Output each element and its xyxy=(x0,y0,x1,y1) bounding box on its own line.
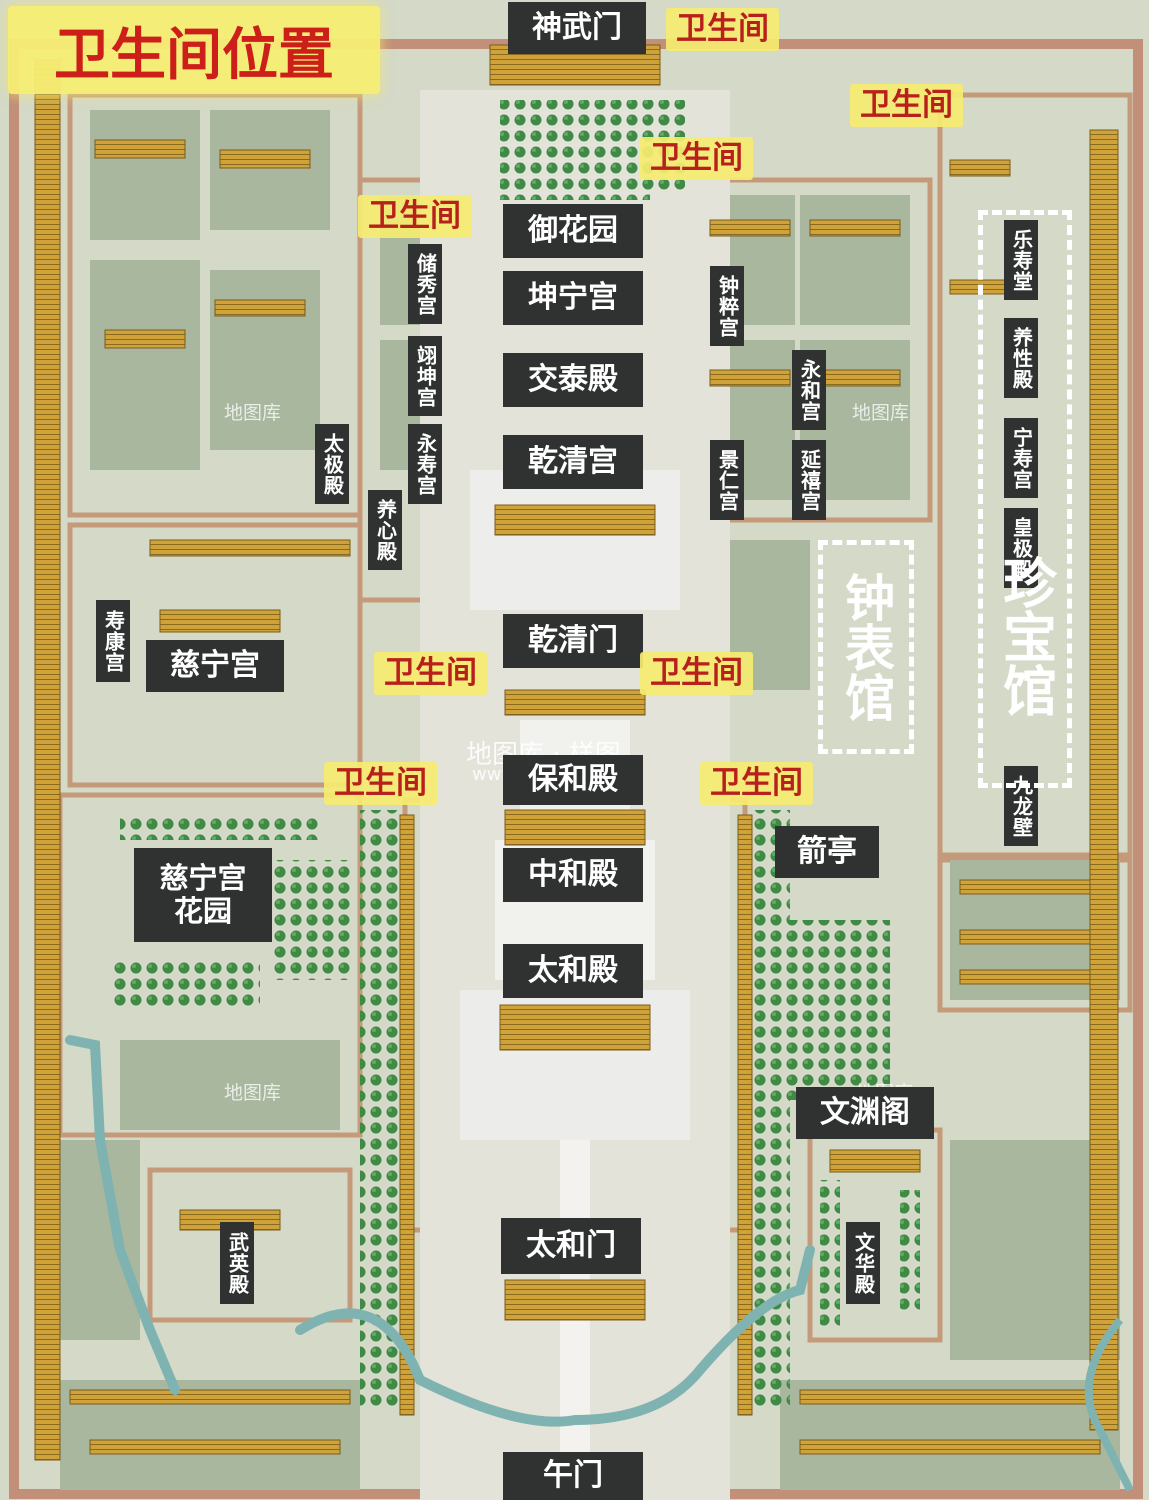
toilet-marker[interactable]: 卫生间 xyxy=(358,195,471,239)
label-huangjidian[interactable]: 皇极殿 xyxy=(1004,508,1038,588)
label-kunninggong[interactable]: 坤宁宫 xyxy=(503,271,643,325)
label-qianqinggong[interactable]: 乾清宫 xyxy=(503,435,643,489)
toilet-marker[interactable]: 卫生间 xyxy=(374,652,487,696)
label-yuhuayuan[interactable]: 御花园 xyxy=(503,204,643,258)
treasure-museum[interactable]: 珍宝馆 xyxy=(978,210,1072,788)
label-yangxingdian[interactable]: 养性殿 xyxy=(1004,318,1038,398)
label-yikungong[interactable]: 翊坤宫 xyxy=(408,336,442,416)
outer-stream xyxy=(1084,1317,1134,1492)
inner-stream xyxy=(65,1035,815,1427)
toilet-marker[interactable]: 卫生间 xyxy=(640,652,753,696)
label-shenwumen[interactable]: 神武门 xyxy=(508,2,646,54)
label-wenyuange[interactable]: 文渊阁 xyxy=(796,1087,934,1139)
watermark-small: 地图库 xyxy=(224,402,282,424)
label-taihemen[interactable]: 太和门 xyxy=(501,1218,641,1274)
tree-groves xyxy=(110,100,920,1410)
toilet-marker[interactable]: 卫生间 xyxy=(640,137,753,181)
label-baohedian[interactable]: 保和殿 xyxy=(503,755,643,805)
roofs xyxy=(34,44,1119,1461)
label-yonghegong[interactable]: 永和宫 xyxy=(792,350,826,430)
label-yongshougong[interactable]: 永寿宫 xyxy=(408,424,442,504)
label-taijidian[interactable]: 太极殿 xyxy=(315,424,349,504)
label-shoukanggong[interactable]: 寿康宫 xyxy=(96,600,130,682)
watermark-small: 地图库 xyxy=(852,402,910,424)
label-taihedian[interactable]: 太和殿 xyxy=(503,944,643,998)
label-chuxiugong[interactable]: 储秀宫 xyxy=(408,244,442,324)
label-qianqingmen[interactable]: 乾清门 xyxy=(503,614,643,668)
label-yanxigong[interactable]: 延禧宫 xyxy=(792,440,826,520)
toilet-marker[interactable]: 卫生间 xyxy=(324,762,437,806)
label-cininggong-garden[interactable]: 慈宁宫花园 xyxy=(134,848,272,942)
map-title: 卫生间位置 xyxy=(8,6,380,94)
label-zhongcuigong[interactable]: 钟粹宫 xyxy=(710,266,744,346)
label-jingrengong[interactable]: 景仁宫 xyxy=(710,440,744,520)
label-zhonghedian[interactable]: 中和殿 xyxy=(503,848,643,902)
watermark-small: 地图库 xyxy=(224,1082,282,1104)
toilet-marker[interactable]: 卫生间 xyxy=(700,762,813,806)
label-wenhuadian[interactable]: 文华殿 xyxy=(846,1222,880,1304)
toilet-marker[interactable]: 卫生间 xyxy=(666,8,779,52)
label-wuyingdian[interactable]: 武英殿 xyxy=(220,1222,254,1304)
toilet-marker[interactable]: 卫生间 xyxy=(850,84,963,128)
label-jianting[interactable]: 箭亭 xyxy=(775,826,879,878)
clock-museum[interactable]: 钟表馆 xyxy=(818,540,914,754)
label-leshoutang[interactable]: 乐寿堂 xyxy=(1004,220,1038,300)
label-ningshougong[interactable]: 宁寿宫 xyxy=(1004,418,1038,498)
label-wumen[interactable]: 午门 xyxy=(503,1452,643,1500)
label-cininggong[interactable]: 慈宁宫 xyxy=(146,640,284,692)
label-yangxindian[interactable]: 养心殿 xyxy=(368,490,402,570)
label-jiaotaidian[interactable]: 交泰殿 xyxy=(503,353,643,407)
